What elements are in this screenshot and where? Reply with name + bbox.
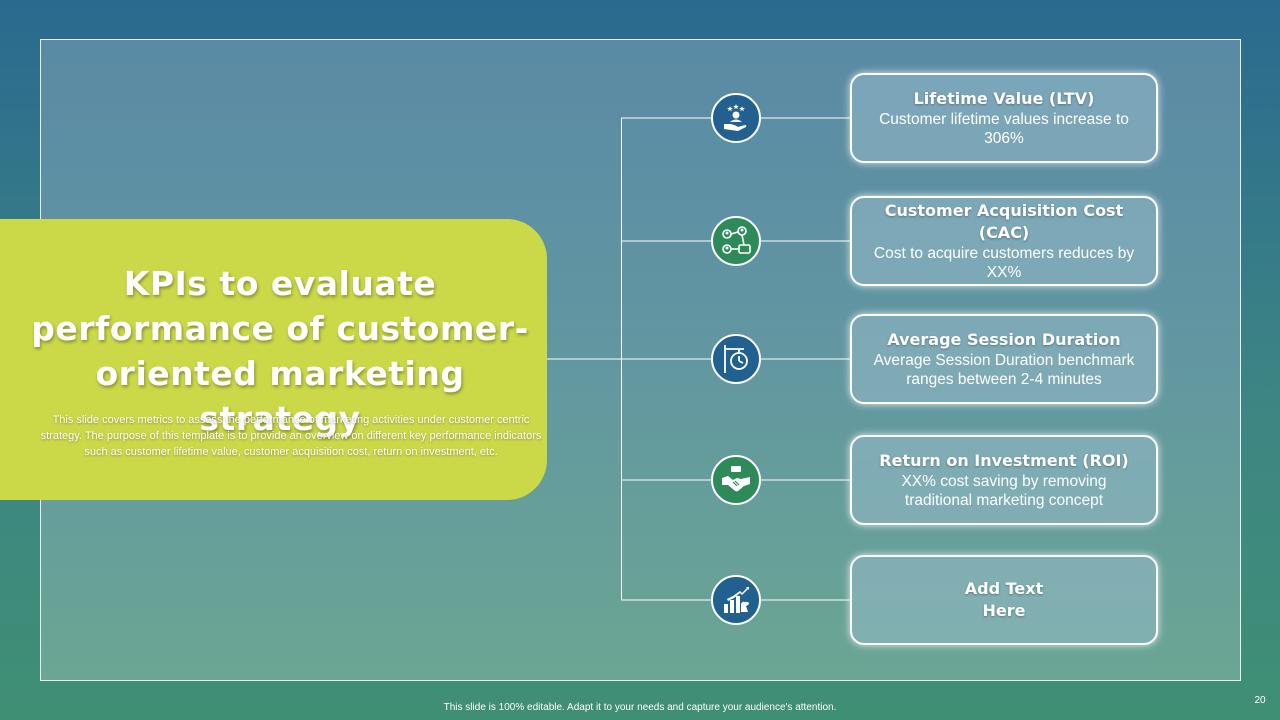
page-number: 20 <box>1254 695 1266 706</box>
kpi-card-title: Return on Investment (ROI) <box>879 451 1129 470</box>
kpi-card-title: Average Session Duration <box>887 330 1121 349</box>
slide-title: KPIs to evaluate performance of customer… <box>31 264 529 438</box>
kpi-card-cac: Customer Acquisition Cost (CAC) Cost to … <box>850 196 1158 286</box>
kpi-card-placeholder: Add Text Here <box>850 555 1158 645</box>
title-panel: KPIs to evaluate performance of customer… <box>0 219 547 500</box>
kpi-card-text: Customer lifetime values increase to 306… <box>879 111 1129 147</box>
kpi-card-roi: Return on Investment (ROI) XX% cost savi… <box>850 435 1158 525</box>
growth-chart-icon <box>711 575 761 625</box>
kpi-card-text: Cost to acquire customers reduces by XX% <box>873 245 1135 281</box>
slide-footer: This slide is 100% editable. Adapt it to… <box>443 702 837 713</box>
kpi-card-ltv: Lifetime Value (LTV) Customer lifetime v… <box>850 73 1158 163</box>
customer-value-icon <box>711 93 761 143</box>
kpi-card-text: XX% cost saving by removing traditional … <box>901 473 1107 509</box>
kpi-card-placeholder-text: Add Text Here <box>964 579 1044 620</box>
customer-network-icon <box>711 216 761 266</box>
kpi-card-title: Customer Acquisition Cost (CAC) <box>884 201 1124 242</box>
kpi-card-title: Lifetime Value (LTV) <box>913 89 1095 108</box>
kpi-card-session-duration: Average Session Duration Average Session… <box>850 314 1158 404</box>
clock-sign-icon <box>711 334 761 384</box>
kpi-card-text: Average Session Duration benchmark range… <box>873 352 1135 388</box>
slide-description: This slide covers metrics to assess the … <box>40 414 542 458</box>
handshake-money-icon <box>711 455 761 505</box>
